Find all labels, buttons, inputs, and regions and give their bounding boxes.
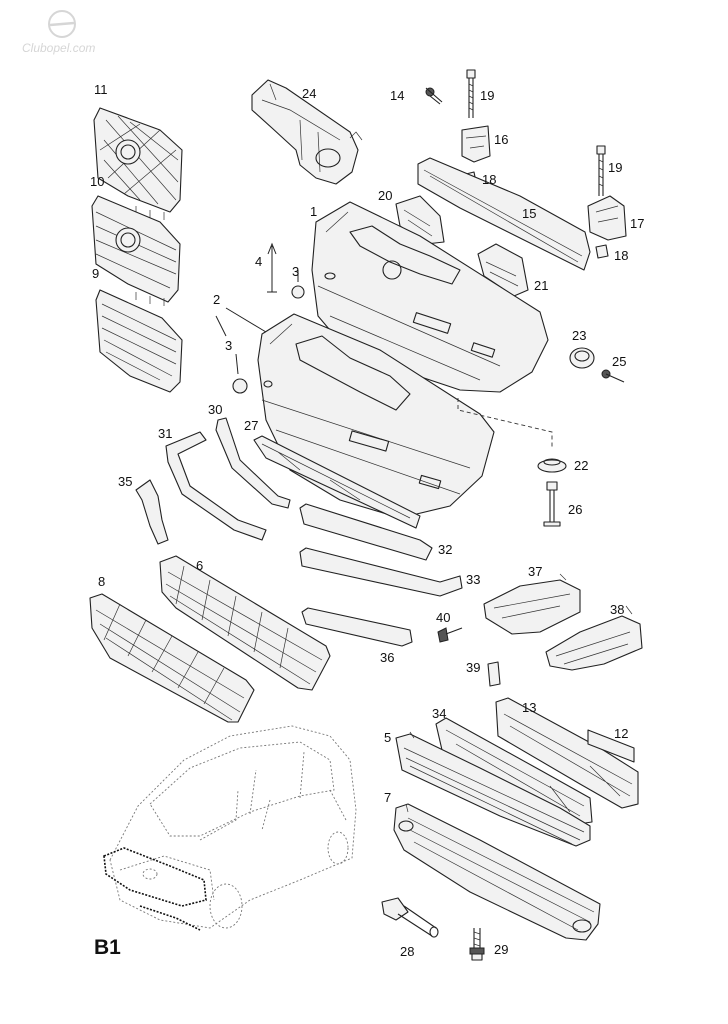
callout-10: 10 — [90, 174, 104, 189]
callout-labels: 1 2 3 3 4 5 6 7 8 9 10 11 12 13 14 15 16… — [90, 82, 644, 959]
callout-6: 6 — [196, 558, 203, 573]
part-39-clip — [487, 661, 501, 687]
callout-36: 36 — [380, 650, 394, 665]
part-11-fog-grille — [93, 107, 183, 220]
part-4-arrow — [267, 242, 277, 293]
part-32-strip — [299, 503, 433, 561]
part-7-grille — [393, 803, 601, 941]
part-38-air-guide — [545, 605, 643, 671]
callout-7: 7 — [384, 790, 391, 805]
callout-29: 29 — [494, 942, 508, 957]
part-14-screw — [425, 87, 443, 105]
callout-19a: 19 — [480, 88, 494, 103]
callout-26: 26 — [568, 502, 582, 517]
part-17-bracket — [587, 195, 627, 241]
part-3-plug-a — [291, 285, 305, 299]
callout-4: 4 — [255, 254, 262, 269]
watermark-text: Clubopel.com — [22, 41, 95, 55]
callout-24: 24 — [302, 86, 316, 101]
callout-35: 35 — [118, 474, 132, 489]
part-24-bracket — [251, 79, 363, 185]
part-33-strip — [299, 547, 463, 597]
callout-14: 14 — [390, 88, 404, 103]
callout-21: 21 — [534, 278, 548, 293]
callout-37: 37 — [528, 564, 542, 579]
callout-27: 27 — [244, 418, 258, 433]
part-40-screw — [437, 627, 463, 643]
callout-32: 32 — [438, 542, 452, 557]
part-8-lower-grille — [89, 593, 255, 723]
callout-8: 8 — [98, 574, 105, 589]
part-12-cover — [587, 729, 635, 763]
callout-23: 23 — [572, 328, 586, 343]
callout-18a: 18 — [482, 172, 496, 187]
part-5-grille — [395, 731, 591, 847]
part-1-front-bumper — [311, 201, 549, 393]
sheet-id: B1 — [94, 936, 121, 959]
callout-38: 38 — [610, 602, 624, 617]
callout-33: 33 — [466, 572, 480, 587]
callout-2: 2 — [213, 292, 220, 307]
part-26-bolt — [543, 481, 561, 527]
callout-39: 39 — [466, 660, 480, 675]
part-22-grommet — [537, 458, 567, 473]
callout-18b: 18 — [614, 248, 628, 263]
callout-30: 30 — [208, 402, 222, 417]
callout-22: 22 — [574, 458, 588, 473]
callout-31: 31 — [158, 426, 172, 441]
part-30-trim-strip — [215, 417, 291, 509]
callout-20: 20 — [378, 188, 392, 203]
part-37-air-guide — [483, 573, 581, 635]
callout-15: 15 — [522, 206, 536, 221]
part-27-spoiler-strip — [253, 435, 421, 529]
part-35-trim-strip — [135, 479, 169, 545]
callout-28: 28 — [400, 944, 414, 959]
part-28-push-clip — [381, 897, 439, 938]
vehicle-location-illustration — [103, 725, 357, 931]
part-36-strip — [301, 607, 413, 647]
part-19-bolt-b — [596, 145, 606, 196]
part-16-bracket — [461, 125, 491, 163]
part-23-sensor — [569, 347, 595, 369]
callout-19b: 19 — [608, 160, 622, 175]
part-31-trim-strip — [165, 431, 267, 541]
leader-lines — [215, 270, 299, 375]
callout-34: 34 — [432, 706, 446, 721]
callout-17: 17 — [630, 216, 644, 231]
part-19-bolt-a — [466, 69, 476, 118]
part-9-side-grille — [95, 289, 183, 393]
callout-3b: 3 — [225, 338, 232, 353]
part-18-nut-b — [595, 244, 609, 259]
callout-16: 16 — [494, 132, 508, 147]
callout-25: 25 — [612, 354, 626, 369]
callout-12: 12 — [614, 726, 628, 741]
part-6-lower-grille — [159, 555, 331, 691]
part-3-plug-b — [232, 378, 248, 394]
part-29-screw — [469, 928, 485, 961]
callout-5: 5 — [384, 730, 391, 745]
callout-3a: 3 — [292, 264, 299, 279]
callout-1: 1 — [310, 204, 317, 219]
callout-11: 11 — [94, 82, 108, 97]
callout-9: 9 — [92, 266, 99, 281]
part-10-fog-grille — [91, 195, 181, 306]
callout-13: 13 — [522, 700, 536, 715]
callout-40: 40 — [436, 610, 450, 625]
part-25-screw — [601, 369, 625, 383]
part-15-impact-beam — [417, 157, 591, 271]
part-13-insert — [495, 697, 639, 809]
watermark-logo: Clubopel.com — [22, 10, 95, 55]
